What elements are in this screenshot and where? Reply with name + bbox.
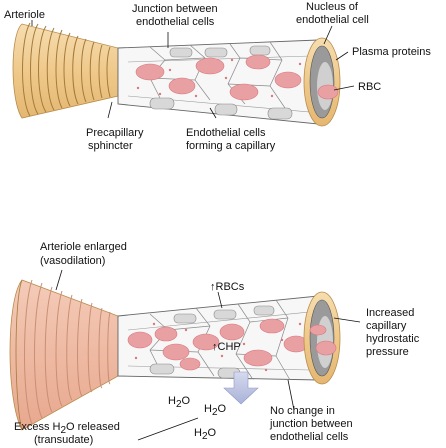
h2o-1: H2O	[168, 395, 191, 410]
label-endothelial-2: forming a capillary	[186, 140, 276, 152]
label-no-change-2: junction between	[269, 418, 353, 430]
label-increased-rbcs: ↑RBCs	[210, 281, 245, 293]
label-no-change-1: No change in	[270, 405, 335, 417]
arteriole-bottom	[9, 279, 119, 431]
arteriole-top	[12, 22, 119, 119]
label-arteriole-enlarged-2: (vasodilation)	[40, 255, 105, 267]
label-increased-chp: ↑CHP	[212, 341, 241, 353]
label-precapillary-2: sphincter	[88, 140, 133, 152]
label-increased-4: pressure	[366, 346, 409, 358]
filtration-arrow	[223, 371, 259, 405]
label-endothelial-1: Endothelial cells	[186, 127, 266, 139]
capillary-top	[117, 37, 341, 127]
label-rbc: RBC	[358, 81, 381, 93]
bottom-leaders	[55, 269, 361, 441]
h2o-3: H2O	[194, 427, 217, 442]
label-nucleus-2: endothelial cell	[296, 14, 369, 26]
capillary-bottom	[117, 291, 341, 385]
label-increased-2: capillary	[366, 320, 407, 332]
label-increased-1: Increased	[366, 307, 414, 319]
top-diagram: Arteriole Junction between endothelial c…	[4, 1, 431, 152]
label-junction-2: endothelial cells	[136, 16, 215, 28]
label-precapillary-1: Precapillary	[86, 127, 144, 139]
label-junction-1: Junction between	[132, 3, 218, 15]
label-increased-3: hydrostatic	[366, 333, 420, 345]
h2o-2: H2O	[204, 403, 227, 418]
label-arteriole-enlarged-1: Arteriole enlarged	[40, 241, 127, 253]
label-no-change-3: endothelial cells	[270, 431, 349, 443]
label-nucleus-1: Nucleus of	[306, 1, 359, 13]
top-leaders	[31, 20, 355, 119]
bottom-diagram: Arteriole enlarged (vasodilation) ↑RBCs …	[9, 241, 420, 446]
label-arteriole: Arteriole	[4, 9, 45, 21]
label-plasma-proteins: Plasma proteins	[352, 46, 431, 58]
label-transudate: (transudate)	[34, 434, 93, 446]
label-excess-h2o: Excess H2O released	[14, 421, 120, 436]
